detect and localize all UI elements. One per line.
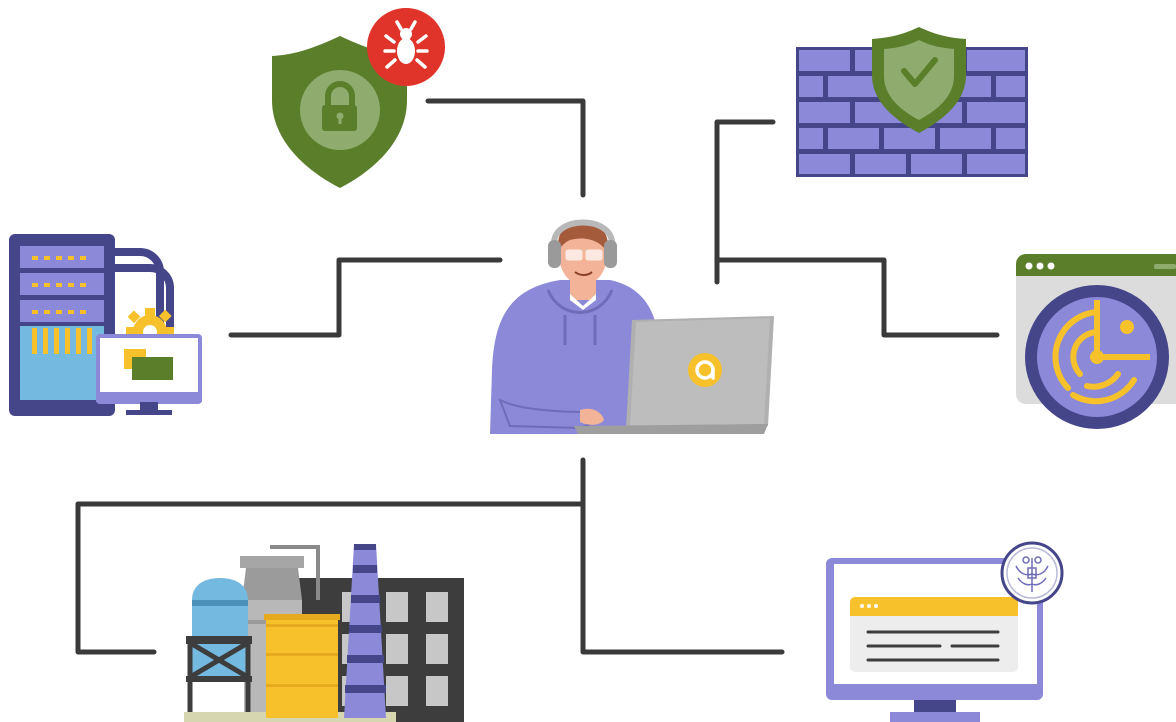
factory-plant-icon [184,544,464,722]
monitor-emblem-icon [826,541,1064,722]
firewall-shield-check-icon [796,27,1028,177]
connector-monitor [580,501,785,655]
at-sign-logo-icon [688,353,722,387]
connector-firewall [714,119,776,285]
connector-server [228,257,503,338]
connector-factory [75,457,586,655]
laptop-icon [574,316,774,434]
emblem-icon [1000,541,1064,605]
chimney-icon [344,544,386,718]
connector-lines [75,98,1000,655]
user-at-laptop-icon [490,219,774,434]
connector-shield [425,98,586,198]
connector-radar [714,257,1000,338]
barrel-icon [264,614,340,718]
radar-browser-icon [1016,254,1176,429]
shield-lock-bug-icon [272,8,445,188]
checkmark-icon [901,57,938,87]
water-tank-icon [186,578,252,712]
bug-icon [383,20,429,69]
server-rack-settings-icon [9,234,202,416]
